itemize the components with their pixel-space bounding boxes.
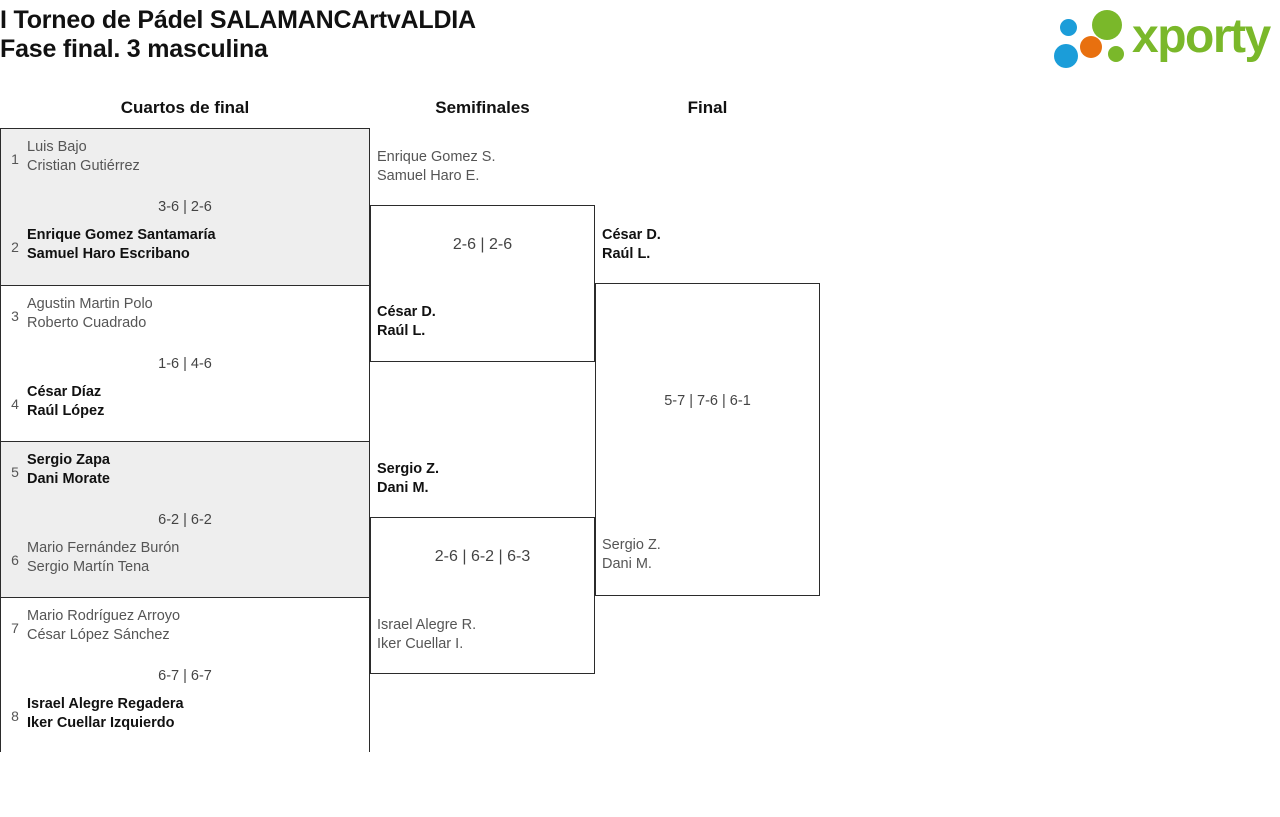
player-name: Dani M. [602, 555, 652, 572]
match-score: 2-6 | 6-2 | 6-3 [434, 548, 531, 565]
team-names: Israel Alegre Regadera Iker Cuellar Izqu… [27, 695, 363, 732]
seed-number: 5 [11, 464, 19, 480]
player-name: César López Sánchez [27, 626, 170, 643]
match-row[interactable]: 3 Agustin Martin Polo Roberto Cuadrado 1… [1, 285, 369, 441]
team-names: Luis Bajo Cristian Gutiérrez [27, 138, 363, 175]
team-entry[interactable]: Israel Alegre R. Iker Cuellar I. [377, 616, 595, 653]
match-score: 6-7 | 6-7 [158, 668, 212, 684]
xporty-logo[interactable]: xporty [1048, 6, 1274, 68]
team-entry[interactable]: Enrique Gomez S. Samuel Haro E. [377, 148, 595, 185]
player-name: Sergio Zapa [27, 452, 110, 468]
match-row[interactable]: 5 Sergio Zapa Dani Morate 6-2 | 6-2 6 Ma… [1, 441, 369, 597]
team-names: Mario Fernández Burón Sergio Martín Tena [27, 539, 363, 576]
seed-number: 8 [11, 708, 19, 724]
tournament-name: I Torneo de Pádel SALAMANCArtvALDIA [0, 6, 476, 34]
player-name: Iker Cuellar Izquierdo [27, 714, 175, 731]
team-entry[interactable]: 1 Luis Bajo Cristian Gutiérrez [1, 138, 369, 188]
seed-number: 3 [11, 308, 19, 324]
team-entry[interactable]: Sergio Z. Dani M. [377, 460, 595, 497]
player-name: Raúl L. [377, 322, 426, 339]
player-name: Israel Alegre R. [377, 617, 477, 633]
team-entry[interactable]: César D. Raúl L. [377, 303, 595, 340]
semifinal-match-box[interactable] [370, 205, 595, 362]
logo-dots-icon [1054, 10, 1132, 68]
logo-dot-blue-large-icon [1054, 44, 1078, 68]
team-entry[interactable]: 5 Sergio Zapa Dani Morate [1, 451, 369, 501]
player-name: César D. [377, 304, 436, 320]
player-name: Sergio Z. [377, 461, 440, 477]
page-title: I Torneo de Pádel SALAMANCArtvALDIA Fase… [0, 2, 900, 64]
team-entry[interactable]: 6 Mario Fernández Burón Sergio Martín Te… [1, 539, 369, 589]
match-score: 5-7 | 7-6 | 6-1 [664, 393, 751, 409]
team-names: Mario Rodríguez Arroyo César López Sánch… [27, 607, 363, 644]
player-name: Dani Morate [27, 470, 110, 487]
player-name: Cristian Gutiérrez [27, 157, 140, 174]
logo-dot-green-large-icon [1092, 10, 1122, 40]
team-names: César Díaz Raúl López [27, 383, 363, 420]
team-entry[interactable]: 7 Mario Rodríguez Arroyo César López Sán… [1, 607, 369, 657]
match-row[interactable]: 7 Mario Rodríguez Arroyo César López Sán… [1, 597, 369, 753]
match-score: 1-6 | 4-6 [158, 356, 212, 372]
seed-number: 2 [11, 239, 19, 255]
seed-number: 6 [11, 552, 19, 568]
team-names: Sergio Zapa Dani Morate [27, 451, 363, 488]
final-match-box[interactable] [595, 283, 820, 596]
player-name: Sergio Martín Tena [27, 558, 150, 575]
seed-number: 4 [11, 396, 19, 412]
player-name: Agustin Martin Polo [27, 296, 153, 312]
player-name: Dani M. [377, 479, 429, 496]
player-name: César Díaz [27, 384, 102, 400]
team-entry[interactable]: 3 Agustin Martin Polo Roberto Cuadrado [1, 295, 369, 345]
match-score: 3-6 | 2-6 [158, 199, 212, 215]
player-name: Iker Cuellar I. [377, 635, 464, 652]
team-entry[interactable]: 2 Enrique Gomez Santamaría Samuel Haro E… [1, 226, 369, 276]
player-name: Sergio Z. [602, 537, 661, 553]
quarterfinals-column: 1 Luis Bajo Cristian Gutiérrez 3-6 | 2-6… [0, 128, 370, 753]
team-names: Enrique Gomez Santamaría Samuel Haro Esc… [27, 226, 363, 263]
player-name: Samuel Haro E. [377, 167, 480, 184]
tournament-phase: Fase final. 3 masculina [0, 35, 268, 63]
player-name: Enrique Gomez Santamaría [27, 227, 216, 243]
team-entry[interactable]: Sergio Z. Dani M. [602, 536, 820, 573]
player-name: Raúl López [27, 402, 105, 419]
match-score: 2-6 | 2-6 [452, 236, 513, 253]
team-entry[interactable]: 4 César Díaz Raúl López [1, 383, 369, 433]
match-score: 6-2 | 6-2 [158, 512, 212, 528]
round-header-quarterfinals: Cuartos de final [120, 98, 250, 117]
logo-dot-orange-icon [1080, 36, 1102, 58]
seed-number: 1 [11, 151, 19, 167]
logo-wordmark: xporty [1132, 10, 1271, 63]
round-header-final: Final [687, 98, 728, 117]
logo-dot-blue-small-icon [1060, 19, 1077, 36]
team-entry[interactable]: César D. Raúl L. [602, 226, 820, 263]
player-name: Israel Alegre Regadera [27, 696, 184, 712]
round-header-semifinals: Semifinales [435, 98, 530, 117]
semifinal-match-box[interactable] [370, 517, 595, 674]
team-entry[interactable]: 8 Israel Alegre Regadera Iker Cuellar Iz… [1, 695, 369, 745]
seed-number: 7 [11, 620, 19, 636]
player-name: Raúl L. [602, 245, 651, 262]
logo-dot-green-small-icon [1108, 46, 1124, 62]
player-name: Mario Rodríguez Arroyo [27, 608, 181, 624]
player-name: Luis Bajo [27, 139, 87, 155]
team-names: Agustin Martin Polo Roberto Cuadrado [27, 295, 363, 332]
player-name: Samuel Haro Escribano [27, 245, 190, 262]
player-name: Roberto Cuadrado [27, 314, 147, 331]
match-row[interactable]: 1 Luis Bajo Cristian Gutiérrez 3-6 | 2-6… [1, 129, 369, 285]
player-name: Enrique Gomez S. [377, 149, 496, 165]
player-name: Mario Fernández Burón [27, 540, 180, 556]
page-header: I Torneo de Pádel SALAMANCArtvALDIA Fase… [0, 0, 1280, 86]
player-name: César D. [602, 227, 661, 243]
